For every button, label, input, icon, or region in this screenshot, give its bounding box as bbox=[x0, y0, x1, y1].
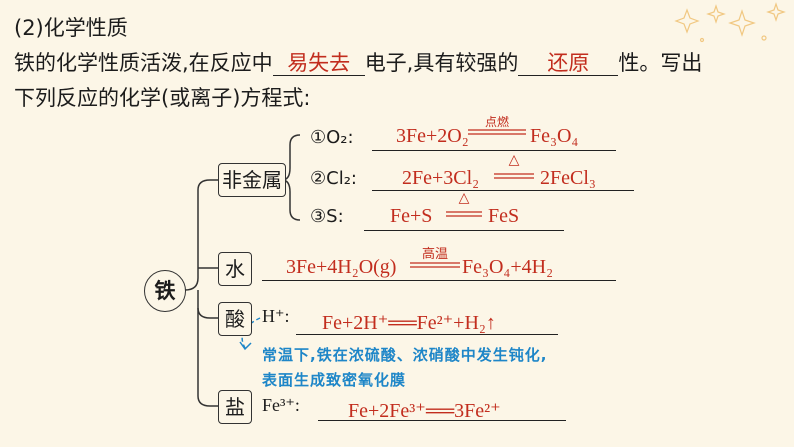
intro-text-a: 铁的化学性质活泼,在反应中 bbox=[14, 51, 273, 75]
section-heading: (2)化学性质 bbox=[14, 16, 128, 40]
acid-answer-line bbox=[296, 334, 558, 335]
s-eq-left: Fe+S bbox=[390, 205, 433, 227]
salt-eq: Fe+2Fe³⁺══3Fe²⁺ bbox=[348, 400, 501, 422]
passivation-note-line-1: 常温下,铁在浓硫酸、浓硝酸中发生钝化, bbox=[262, 346, 548, 364]
intro-line-1: 铁的化学性质活泼,在反应中易失去电子,具有较强的还原性。写出 bbox=[14, 47, 702, 77]
s-label: ③S: bbox=[310, 206, 344, 227]
answer-blank-2: 还原 bbox=[518, 51, 619, 76]
cl2-heat-symbol: △ bbox=[508, 152, 520, 168]
intro-text-b: 电子,具有较强的 bbox=[364, 51, 519, 75]
decorative-sparkles bbox=[674, 2, 786, 43]
salt-label: Fe³⁺: bbox=[262, 395, 300, 415]
o2-answer-line bbox=[372, 150, 616, 151]
intro-text-c: 性。写出 bbox=[618, 51, 703, 75]
cl2-eq-left: 2Fe+3Cl₂ bbox=[402, 167, 480, 189]
passivation-note-line-2: 表面生成致密氧化膜 bbox=[262, 371, 407, 389]
intro-line-2: 下列反应的化学(或离子)方程式: bbox=[14, 86, 311, 110]
o2-equals-sign bbox=[468, 129, 526, 135]
water-eq-right: Fe₃O₄+4H₂ bbox=[462, 256, 554, 278]
cl2-eq-right: 2FeCl₃ bbox=[540, 167, 596, 189]
s-eq-right: FeS bbox=[488, 205, 520, 227]
answer-blank-1: 易失去 bbox=[272, 51, 365, 76]
cl2-label: ②Cl₂: bbox=[310, 168, 357, 189]
s-equals-sign bbox=[446, 211, 482, 217]
water-answer-line bbox=[262, 280, 616, 281]
o2-eq-right: Fe₃O₄ bbox=[530, 125, 579, 147]
branch-water: 水 bbox=[218, 252, 252, 286]
o2-eq-left: 3Fe+2O₂ bbox=[396, 125, 469, 147]
acid-eq: Fe+2H⁺══Fe²⁺+H₂↑ bbox=[322, 312, 496, 334]
branch-acid: 酸 bbox=[218, 302, 252, 336]
root-node-iron: 铁 bbox=[144, 270, 186, 312]
branch-nonmetal: 非金属 bbox=[218, 163, 286, 197]
o2-label: ①O₂: bbox=[310, 127, 354, 148]
water-condition: 高温 bbox=[421, 247, 448, 262]
salt-answer-line bbox=[318, 420, 566, 421]
s-answer-line bbox=[364, 230, 564, 231]
o2-condition: 点燃 bbox=[484, 115, 509, 129]
acid-label: H⁺: bbox=[262, 306, 290, 326]
water-equals-sign bbox=[410, 262, 460, 268]
water-eq-left: 3Fe+4H₂O(g) bbox=[286, 256, 397, 278]
branch-salt: 盐 bbox=[218, 390, 252, 424]
cl2-answer-line bbox=[372, 190, 634, 191]
s-heat-symbol: △ bbox=[458, 190, 470, 206]
cl2-equals-sign bbox=[494, 173, 534, 179]
